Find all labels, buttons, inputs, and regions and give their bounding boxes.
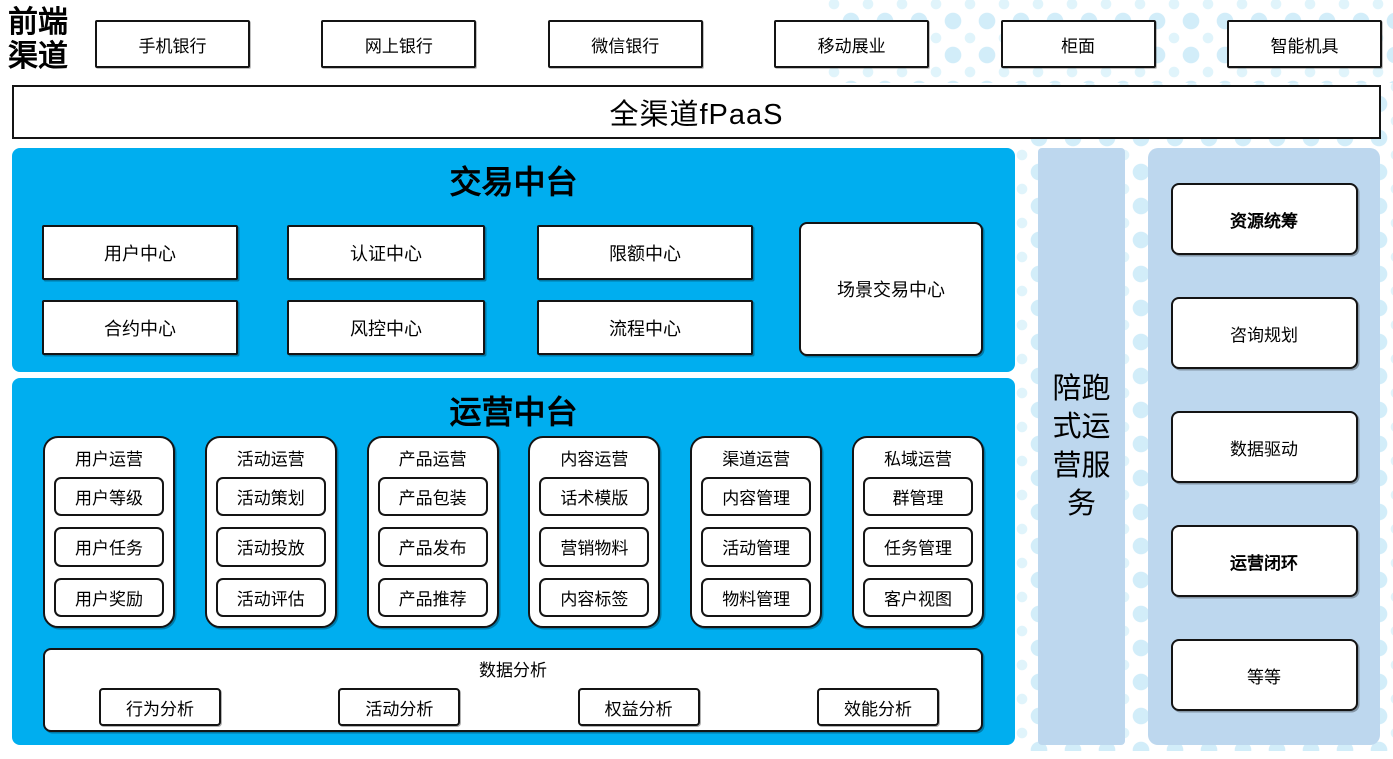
channel-smart-machines: 智能机具	[1226, 20, 1382, 68]
service-closed-loop-box: 运营闭环	[1170, 525, 1358, 597]
front-channels-label: 前端渠道	[8, 6, 68, 73]
contract-center-box: 合约中心	[42, 300, 238, 355]
user-center-box: 用户中心	[42, 225, 238, 280]
ops-item: 活动管理	[701, 527, 812, 567]
trade-platform-block: 交易中台 用户中心 认证中心 限额中心 合约中心 风控中心 流程中心 场景交易中…	[12, 148, 1015, 372]
channel-online-banking: 网上银行	[321, 20, 477, 68]
ops-item: 用户等级	[54, 477, 164, 517]
ops-card-private-domain: 私域运营 群管理 任务管理 客户视图	[851, 436, 984, 628]
trade-platform-title: 交易中台	[449, 164, 578, 200]
analysis-item-behavior: 行为分析	[99, 688, 221, 726]
ops-item: 物料管理	[701, 577, 812, 617]
ops-item: 群管理	[862, 477, 973, 517]
ops-card-title: 用户运营	[75, 450, 143, 469]
accompanying-service-bar: 陪跑式运营服务	[1038, 148, 1125, 745]
ops-item: 活动投放	[215, 527, 326, 567]
ops-item: 产品推荐	[377, 577, 488, 617]
ops-columns: 用户运营 用户等级 用户任务 用户奖励 活动运营 活动策划 活动投放 活动评估 …	[43, 436, 984, 628]
ops-card-content: 内容运营 话术模版 营销物料 内容标签	[528, 436, 661, 628]
channel-counter: 柜面	[1000, 20, 1156, 68]
ops-platform-block: 运营中台 用户运营 用户等级 用户任务 用户奖励 活动运营 活动策划 活动投放 …	[12, 378, 1015, 745]
channel-wechat-banking: 微信银行	[547, 20, 703, 68]
ops-card-product: 产品运营 产品包装 产品发布 产品推荐	[366, 436, 499, 628]
analysis-item-activity: 活动分析	[338, 688, 461, 726]
scene-trade-center-box: 场景交易中心	[799, 222, 983, 356]
limit-center-box: 限额中心	[537, 225, 753, 280]
process-center-box: 流程中心	[537, 300, 753, 355]
ops-card-activity: 活动运营 活动策划 活动投放 活动评估	[204, 436, 337, 628]
service-etc-box: 等等	[1170, 639, 1358, 711]
risk-center-box: 风控中心	[287, 300, 485, 355]
ops-item: 营销物料	[539, 527, 650, 567]
ops-card-title: 产品运营	[398, 450, 467, 469]
ops-item: 内容标签	[539, 577, 650, 617]
data-analysis-panel: 数据分析 行为分析 活动分析 权益分析 效能分析	[43, 648, 983, 732]
analysis-item-rights: 权益分析	[577, 688, 700, 726]
ops-card-title: 内容运营	[560, 450, 629, 469]
ops-item: 活动评估	[215, 577, 326, 617]
ops-card-user: 用户运营 用户等级 用户任务 用户奖励	[43, 436, 175, 628]
ops-item: 内容管理	[701, 477, 812, 517]
ops-item: 活动策划	[215, 477, 326, 517]
service-consulting-box: 咨询规划	[1170, 297, 1358, 369]
ops-item: 用户任务	[54, 527, 164, 567]
front-channels-row: 手机银行 网上银行 微信银行 移动展业 柜面 智能机具	[95, 20, 1382, 68]
fpaas-bar: 全渠道fPaaS	[12, 85, 1381, 139]
ops-card-channel: 渠道运营 内容管理 活动管理 物料管理	[690, 436, 823, 628]
channel-mobile-marketing: 移动展业	[774, 20, 930, 68]
service-panel: 资源统筹 咨询规划 数据驱动 运营闭环 等等	[1148, 148, 1380, 745]
channel-mobile-banking: 手机银行	[95, 20, 250, 68]
ops-item: 用户奖励	[54, 577, 164, 617]
ops-item: 任务管理	[862, 527, 973, 567]
auth-center-box: 认证中心	[287, 225, 485, 280]
ops-card-title: 私域运营	[883, 450, 952, 469]
service-resource-box: 资源统筹	[1170, 183, 1358, 255]
ops-item: 产品发布	[377, 527, 488, 567]
ops-item: 产品包装	[377, 477, 488, 517]
ops-item: 客户视图	[862, 577, 973, 617]
analysis-item-efficiency: 效能分析	[816, 688, 939, 726]
accompanying-service-label: 陪跑式运营服务	[1052, 372, 1111, 520]
ops-platform-title: 运营中台	[449, 394, 578, 430]
data-analysis-title: 数据分析	[479, 661, 547, 680]
ops-item: 话术模版	[539, 477, 650, 517]
service-data-driven-box: 数据驱动	[1170, 411, 1358, 483]
ops-card-title: 活动运营	[236, 450, 305, 469]
ops-card-title: 渠道运营	[722, 450, 791, 469]
